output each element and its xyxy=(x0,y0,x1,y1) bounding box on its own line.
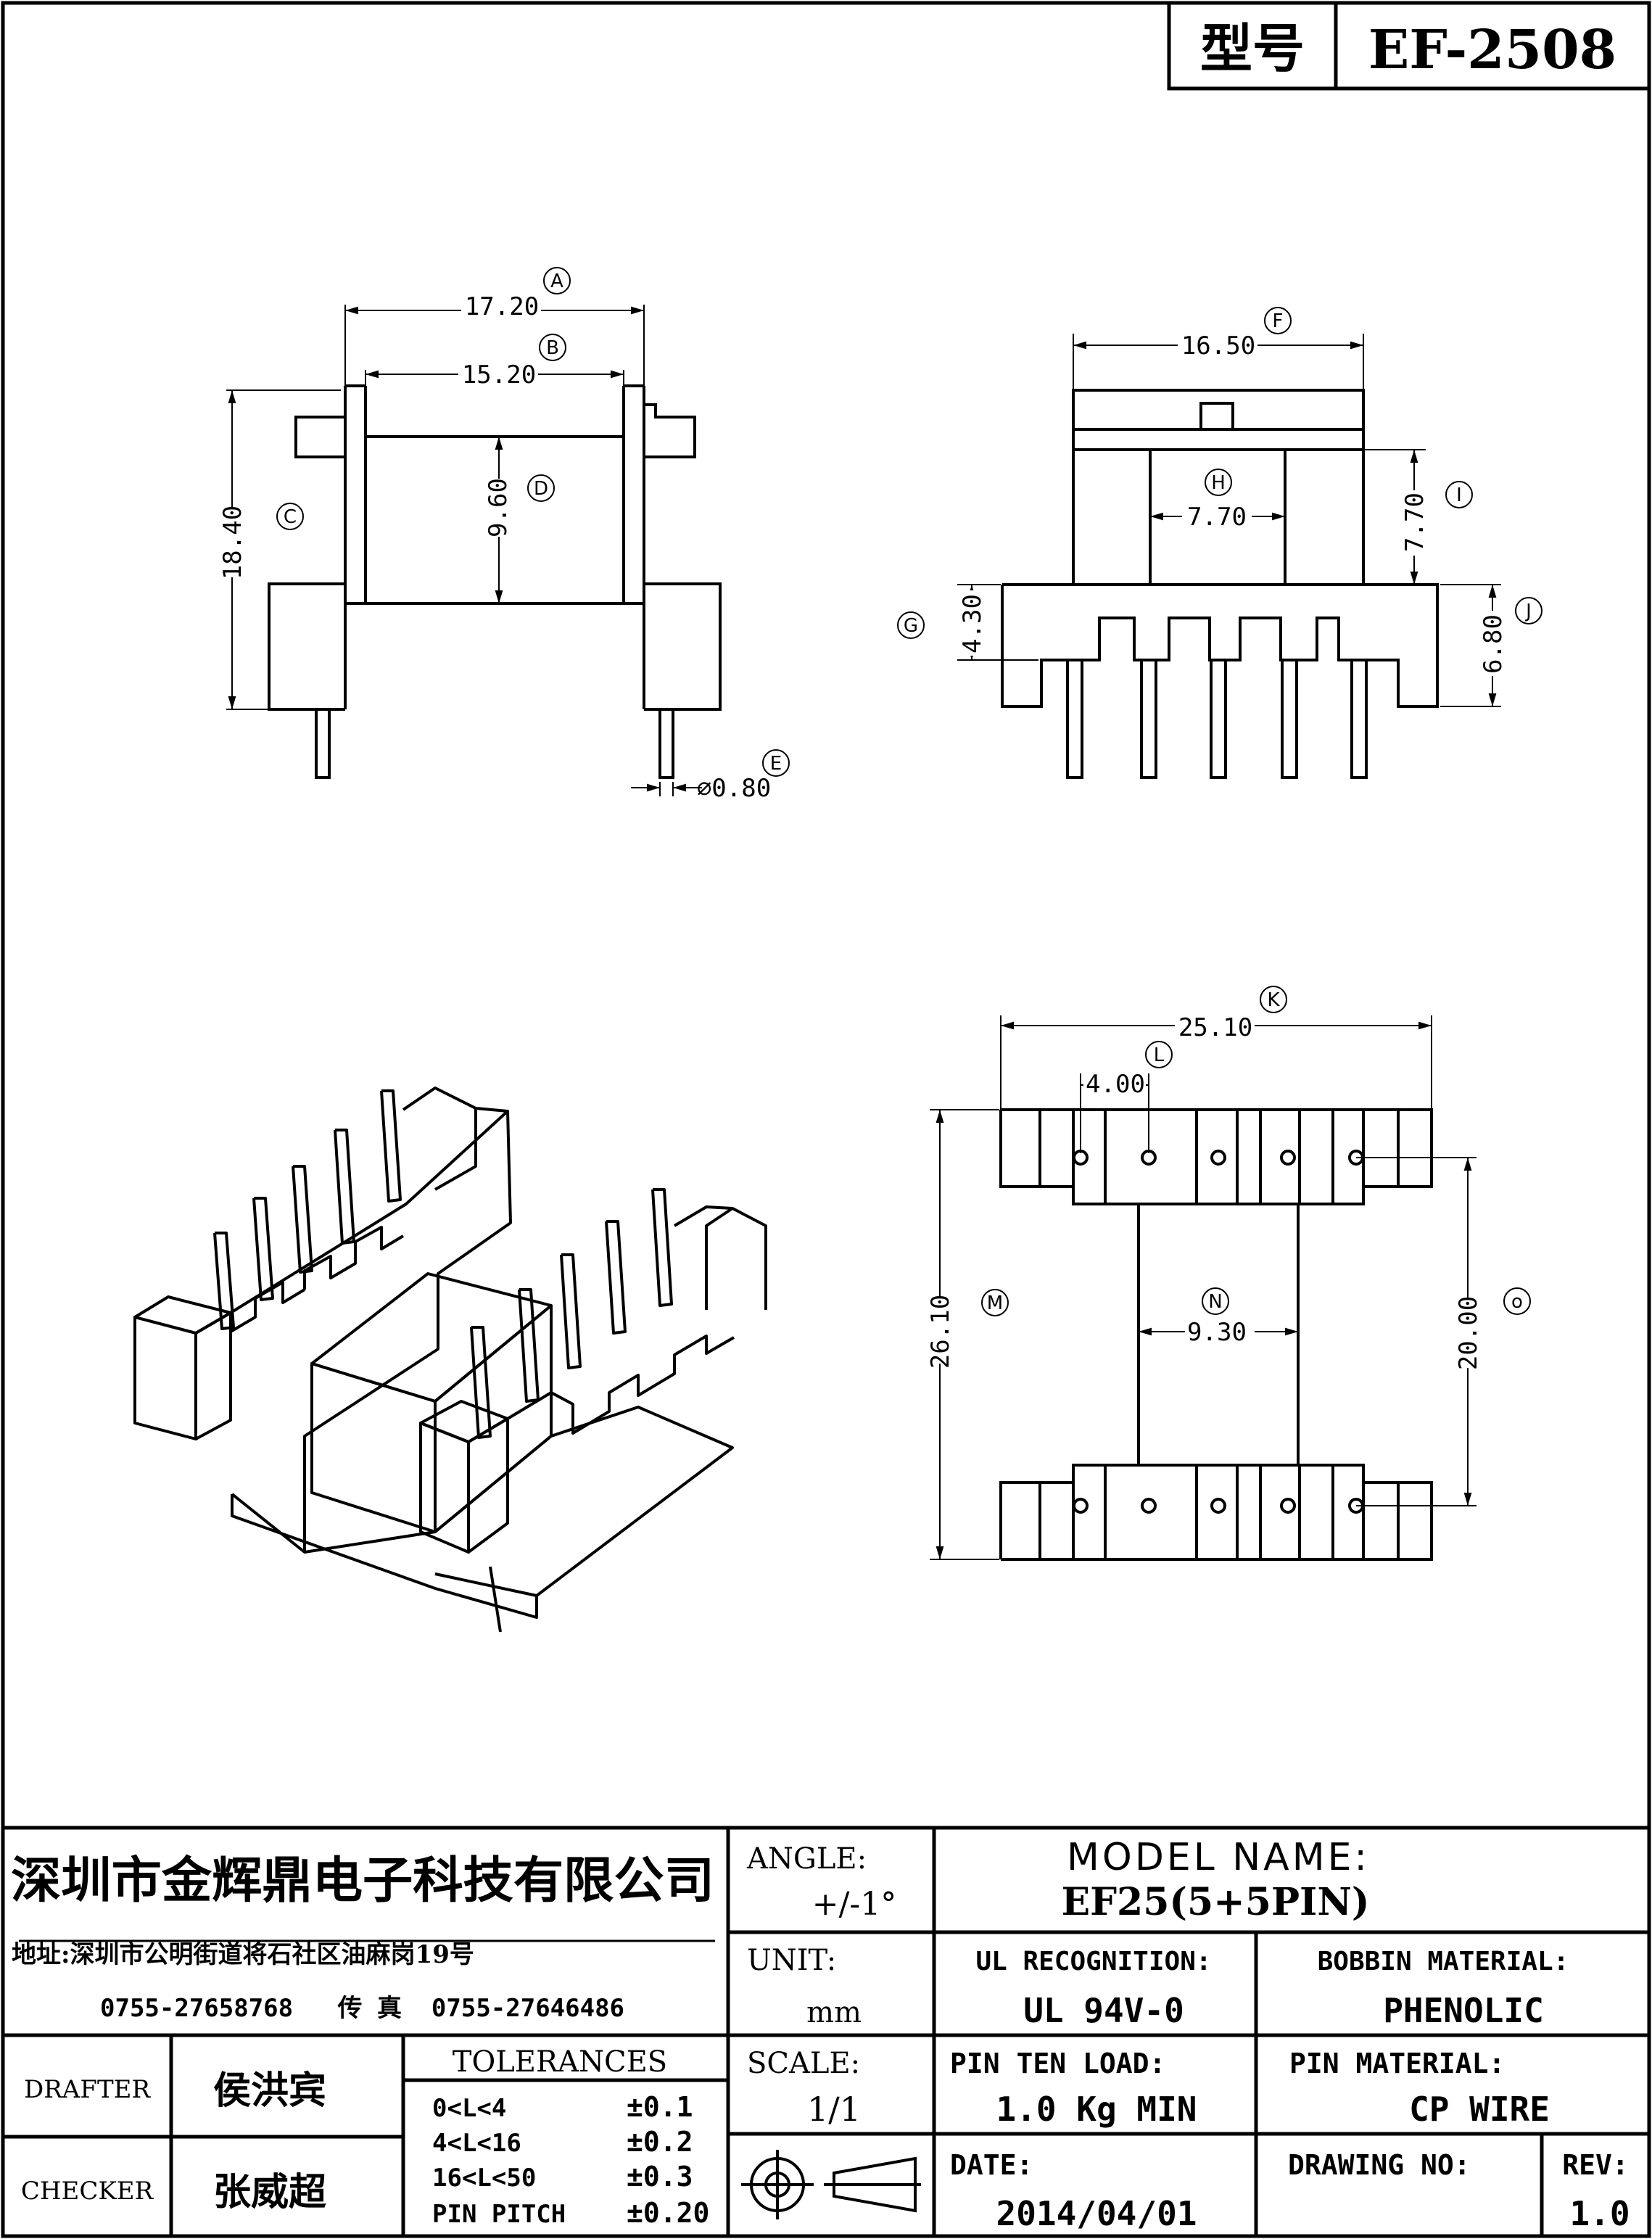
angle-label: ANGLE: xyxy=(746,1842,867,1876)
drawing-no-label: DRAWING NO: xyxy=(1288,2149,1471,2181)
title-block-text: 深圳市金辉鼎电子科技有限公司 地址:深圳市公明街道将石社区油麻岗19号 0755… xyxy=(11,1836,1630,2233)
side-view xyxy=(268,384,722,779)
ul-label: UL RECOGNITION: xyxy=(975,1947,1211,1976)
scale-value: 1/1 xyxy=(807,2090,861,2129)
pin-material-value: CP WIRE xyxy=(1409,2090,1550,2129)
dim-k: 25.10 xyxy=(1178,1013,1252,1042)
bottom-view-dims xyxy=(930,1015,1477,1560)
dim-b: 15.20 xyxy=(462,360,536,389)
scale-label: SCALE: xyxy=(747,2047,860,2080)
bobbin-label: BOBBIN MATERIAL: xyxy=(1318,1947,1569,1976)
bottom-view-labels: 25.10 K 4.00 L 26.10 M N 9.30 20.00 o xyxy=(925,986,1531,1370)
pin-ten-label: PIN TEN LOAD: xyxy=(950,2048,1165,2079)
tolerances-label: TOLERANCES xyxy=(453,2045,667,2079)
dim-f: 16.50 xyxy=(1181,331,1255,360)
unit-label: UNIT: xyxy=(747,1944,836,1977)
callout-n: N xyxy=(1208,1291,1222,1313)
front-view-labels: 16.50 F H 7.70 7.70 I 4.30 G 6.80 J xyxy=(897,307,1542,676)
callout-h: H xyxy=(1211,472,1226,494)
tolerance-range-3: 16<L<50 xyxy=(432,2164,536,2193)
title-block xyxy=(3,1826,1649,2236)
isometric-view xyxy=(133,1086,767,1633)
dim-d: 9.60 xyxy=(484,478,513,537)
callout-k: K xyxy=(1267,989,1280,1011)
company-address: 地址:深圳市公明街道将石社区油麻岗19号 xyxy=(12,1940,474,1969)
dim-l: 4.00 xyxy=(1086,1070,1145,1099)
dim-n: 9.30 xyxy=(1187,1318,1247,1347)
tolerance-range-1: 0<L<4 xyxy=(432,2094,506,2123)
callout-b: B xyxy=(546,337,559,359)
callout-o: o xyxy=(1511,1291,1523,1313)
bobbin-value: PHENOLIC xyxy=(1383,1991,1544,2030)
callout-i: I xyxy=(1456,485,1462,506)
callout-d: D xyxy=(534,478,548,500)
rev-label: REV: xyxy=(1562,2149,1629,2181)
projection-symbol-icon xyxy=(741,2150,921,2219)
callout-e: E xyxy=(770,753,782,775)
dim-c: 18.40 xyxy=(218,506,247,580)
date-value: 2014/04/01 xyxy=(996,2194,1197,2233)
callout-c: C xyxy=(284,506,297,528)
tolerance-value-2: ±0.2 xyxy=(627,2126,693,2158)
callout-m: M xyxy=(987,1292,1003,1314)
ul-value: UL 94V-0 xyxy=(1023,1991,1184,2030)
dim-h: 7.70 xyxy=(1187,503,1247,532)
tolerance-range-2: 4<L<16 xyxy=(432,2129,521,2158)
unit-value: mm xyxy=(806,1996,862,2029)
callout-a: A xyxy=(550,271,563,292)
tolerance-value-1: ±0.1 xyxy=(627,2091,693,2123)
callout-g: G xyxy=(904,615,918,637)
model-name-label: MODEL NAME: xyxy=(1067,1836,1370,1879)
tolerance-value-4: ±0.20 xyxy=(627,2197,709,2229)
date-label: DATE: xyxy=(950,2149,1033,2181)
tolerance-value-3: ±0.3 xyxy=(627,2161,693,2193)
callout-l: L xyxy=(1154,1044,1165,1066)
model-header: 型号 EF-2508 xyxy=(1167,1,1651,91)
tolerance-range-4: PIN PITCH xyxy=(432,2200,566,2229)
company-name: 深圳市金辉鼎电子科技有限公司 xyxy=(11,1852,714,1910)
angle-value: +/-1° xyxy=(812,1886,897,1923)
dim-e: ⌀0.80 xyxy=(697,774,771,803)
dim-o: 20.00 xyxy=(1454,1296,1483,1370)
type-label: 型号 xyxy=(1200,17,1305,79)
pin-ten-value: 1.0 Kg MIN xyxy=(996,2090,1197,2129)
dim-m: 26.10 xyxy=(926,1295,955,1369)
rev-value: 1.0 xyxy=(1569,2194,1630,2233)
model-name-value: EF25(5+5PIN) xyxy=(1061,1880,1369,1924)
drafter-label: DRAFTER xyxy=(24,2075,152,2104)
company-phone: 0755-27658768 传 真 0755-27646486 xyxy=(100,1994,624,2023)
drafter-name: 侯洪宾 xyxy=(213,2069,326,2113)
model-code: EF-2508 xyxy=(1368,19,1616,81)
callout-j: J xyxy=(1524,601,1532,622)
pin-material-label: PIN MATERIAL: xyxy=(1289,2048,1505,2079)
callout-f: F xyxy=(1273,310,1284,332)
side-view-labels: 17.20 A 15.20 B 18.40 C 9.60 D ⌀0.80 E xyxy=(218,267,790,803)
dim-a: 17.20 xyxy=(465,292,539,321)
dim-j: 6.80 xyxy=(1479,614,1508,674)
dim-g: 4.30 xyxy=(958,594,987,653)
dim-i: 7.70 xyxy=(1400,492,1429,552)
front-view xyxy=(1001,389,1439,779)
checker-label: CHECKER xyxy=(21,2177,154,2206)
checker-name: 张威超 xyxy=(213,2170,327,2214)
bottom-view xyxy=(999,1108,1433,1561)
